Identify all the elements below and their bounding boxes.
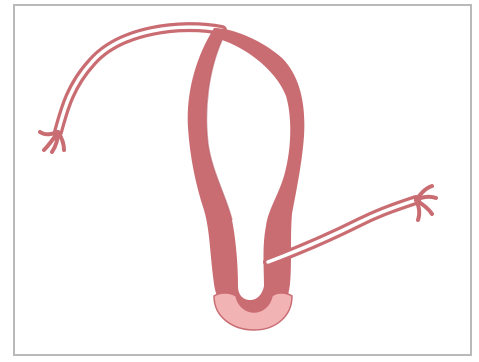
right-fimbriae [416,186,436,220]
left-fimbriae [40,132,64,152]
